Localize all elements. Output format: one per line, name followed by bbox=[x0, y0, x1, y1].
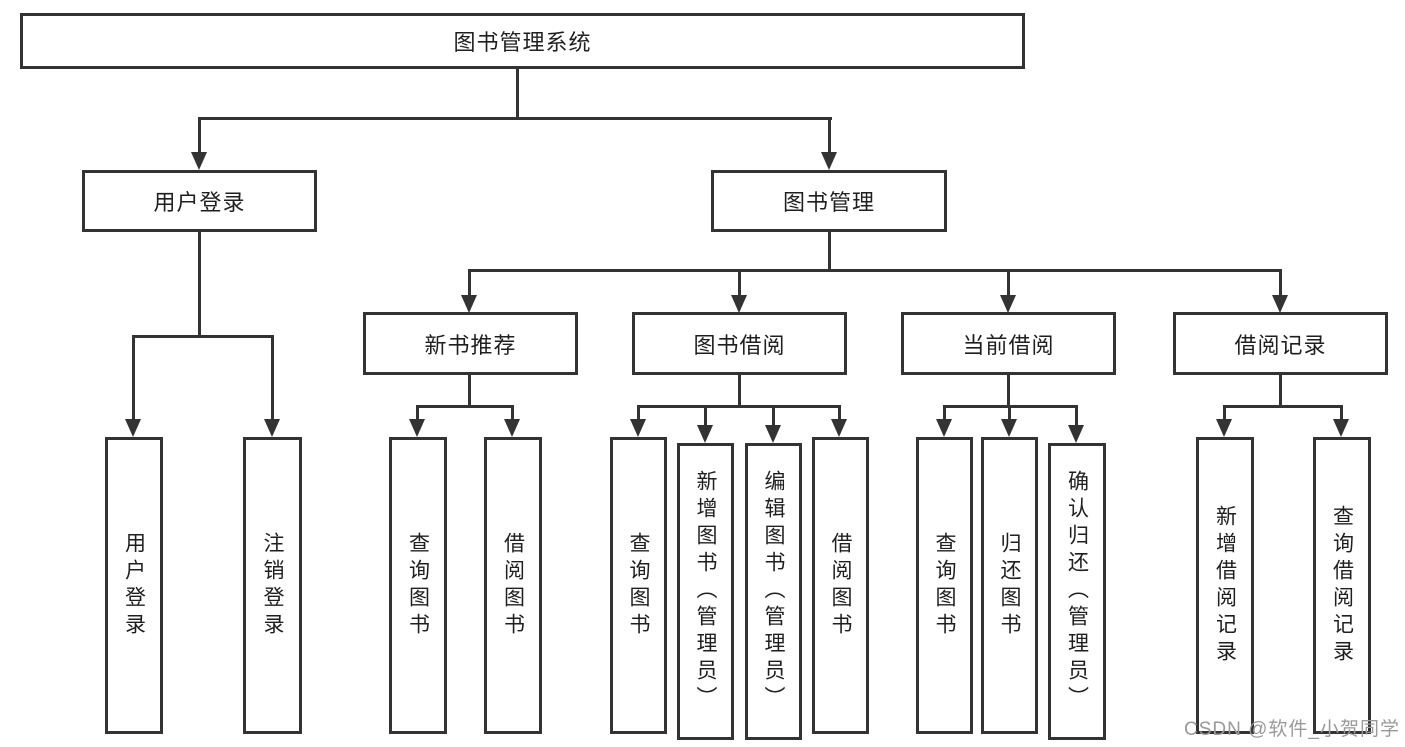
connector-line bbox=[271, 335, 274, 420]
connector-line bbox=[132, 335, 274, 338]
leaf-query-book: 查询图书 bbox=[916, 437, 973, 734]
connector-line bbox=[1279, 269, 1282, 296]
leaf-label: 确认归还（管理员） bbox=[1065, 470, 1089, 713]
arrow-down-icon bbox=[630, 419, 646, 437]
node-user-login: 用户登录 bbox=[82, 170, 317, 232]
node-current-borrow: 当前借阅 bbox=[901, 312, 1116, 375]
leaf-label: 注销登录 bbox=[261, 531, 284, 640]
connector-line bbox=[1340, 405, 1343, 420]
connector-line bbox=[1007, 269, 1010, 296]
node-book-management: 图书管理 bbox=[711, 170, 947, 232]
connector-line bbox=[416, 405, 419, 420]
leaf-label: 新增图书（管理员） bbox=[694, 470, 717, 713]
leaf-edit-book-admin: 编辑图书（管理员） bbox=[745, 443, 802, 740]
connector-line bbox=[738, 375, 741, 407]
connector-line bbox=[1223, 405, 1343, 408]
arrow-down-icon bbox=[765, 425, 781, 443]
connector-line bbox=[468, 375, 471, 407]
leaf-add-borrow-record: 新增借阅记录 bbox=[1196, 437, 1254, 734]
arrow-down-icon bbox=[1068, 425, 1084, 443]
leaf-label: 查询图书 bbox=[406, 531, 430, 640]
connector-line bbox=[132, 335, 135, 420]
arrow-down-icon bbox=[1216, 419, 1232, 437]
connector-line bbox=[1223, 405, 1226, 420]
connector-line bbox=[943, 405, 946, 420]
arrow-down-icon bbox=[731, 295, 747, 313]
arrow-down-icon bbox=[191, 152, 207, 170]
arrow-down-icon bbox=[125, 419, 141, 437]
connector-line bbox=[198, 232, 201, 337]
arrow-down-icon bbox=[1000, 295, 1016, 313]
leaf-confirm-return-admin: 确认归还（管理员） bbox=[1048, 443, 1106, 740]
connector-line bbox=[828, 117, 831, 154]
arrow-down-icon bbox=[831, 419, 847, 437]
arrow-down-icon bbox=[1001, 419, 1017, 437]
leaf-label: 编辑图书（管理员） bbox=[762, 470, 785, 713]
arrow-down-icon bbox=[1272, 295, 1288, 313]
connector-line bbox=[511, 405, 514, 420]
connector-line bbox=[704, 405, 707, 426]
connector-line bbox=[772, 405, 775, 426]
leaf-label: 用户登录 bbox=[122, 531, 146, 640]
arrow-down-icon bbox=[1333, 419, 1349, 437]
leaf-label: 查询图书 bbox=[933, 531, 956, 640]
connector-line bbox=[1007, 375, 1010, 407]
arrow-down-icon bbox=[461, 295, 477, 313]
leaf-label: 新增借阅记录 bbox=[1213, 504, 1237, 667]
leaf-query-borrow-record: 查询借阅记录 bbox=[1313, 437, 1371, 734]
leaf-query-book: 查询图书 bbox=[389, 437, 447, 734]
leaf-add-book-admin: 新增图书（管理员） bbox=[677, 443, 734, 740]
leaf-query-book: 查询图书 bbox=[610, 437, 667, 734]
arrow-down-icon bbox=[409, 419, 425, 437]
leaf-user-login: 用户登录 bbox=[105, 437, 163, 734]
leaf-logout: 注销登录 bbox=[243, 437, 302, 734]
connector-line bbox=[838, 405, 841, 420]
node-new-book-recommend: 新书推荐 bbox=[363, 312, 578, 375]
leaf-borrow-book: 借阅图书 bbox=[484, 437, 542, 734]
connector-line bbox=[416, 405, 514, 408]
connector-line bbox=[637, 405, 841, 408]
arrow-down-icon bbox=[264, 419, 280, 437]
connector-line bbox=[738, 269, 741, 296]
arrow-down-icon bbox=[697, 425, 713, 443]
connector-line bbox=[1075, 405, 1078, 426]
node-library-management-system: 图书管理系统 bbox=[20, 13, 1025, 69]
node-book-borrow: 图书借阅 bbox=[632, 312, 847, 375]
connector-line bbox=[198, 117, 201, 154]
connector-line bbox=[468, 269, 471, 296]
connector-line bbox=[828, 232, 831, 272]
leaf-label: 借阅图书 bbox=[829, 531, 852, 640]
node-borrow-records: 借阅记录 bbox=[1173, 312, 1388, 375]
leaf-label: 借阅图书 bbox=[501, 531, 525, 640]
connector-line bbox=[516, 69, 519, 119]
connector-line bbox=[468, 269, 1282, 272]
leaf-label: 查询借阅记录 bbox=[1330, 504, 1354, 667]
connector-line bbox=[637, 405, 640, 420]
leaf-label: 归还图书 bbox=[998, 531, 1021, 640]
arrow-down-icon bbox=[821, 152, 837, 170]
watermark: CSDN @软件_小贺同学 bbox=[1184, 719, 1400, 740]
arrow-down-icon bbox=[936, 419, 952, 437]
leaf-label: 查询图书 bbox=[627, 531, 650, 640]
arrow-down-icon bbox=[504, 419, 520, 437]
leaf-borrow-book: 借阅图书 bbox=[812, 437, 869, 734]
connector-line bbox=[1008, 405, 1011, 420]
connector-line bbox=[1279, 375, 1282, 407]
leaf-return-book: 归还图书 bbox=[981, 437, 1038, 734]
connector-line bbox=[198, 117, 832, 120]
